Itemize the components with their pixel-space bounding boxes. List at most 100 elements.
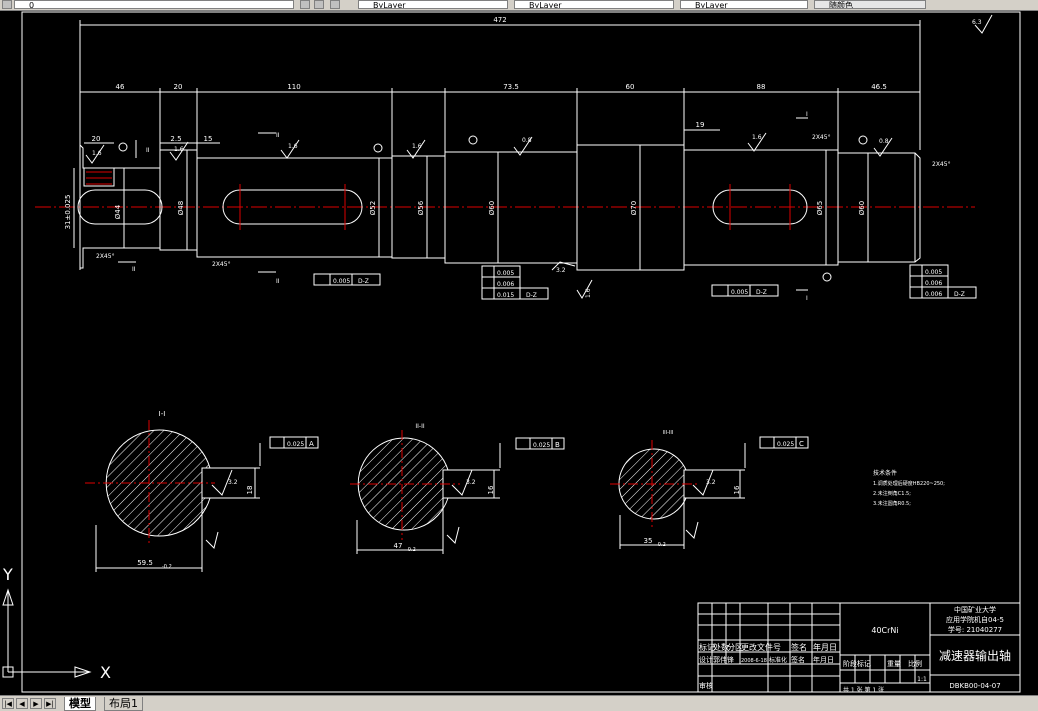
dia-label-2: Ø44 (114, 204, 122, 219)
rough-2: 1.6 (174, 146, 184, 153)
ucs-x-label: X (100, 663, 111, 682)
layer-dropdown[interactable]: 0 (14, 0, 294, 9)
tab-layout1[interactable]: 布局1 (104, 697, 143, 711)
tech-notes-title: 技术条件 (873, 469, 897, 477)
section-view-2 (350, 430, 565, 554)
section-1-key: 18 (246, 486, 254, 495)
key-dimension-lines (84, 129, 720, 144)
color-dropdown[interactable]: ByLayer (358, 0, 508, 9)
section-2-rough: 3.2 (466, 479, 476, 486)
section-3-datum: C (799, 440, 804, 448)
dim-seg-4: 73.5 (503, 83, 519, 91)
tech-note-2: 2.未注倒角C1.5; (873, 490, 911, 497)
layout-tab-bar: |◀ ◀ ▶ ▶| 模型 布局1 (0, 695, 1038, 711)
linetype-dropdown[interactable]: ByLayer (514, 0, 674, 9)
rough-5: 0.8 (522, 137, 532, 144)
title-material: 40CrNi (871, 626, 898, 635)
title-class: 应用学院机自04-5 (946, 615, 1004, 624)
section-3-key: 16 (733, 485, 741, 494)
drawing-frame (21, 11, 1021, 693)
section-view-3 (610, 436, 809, 549)
dia-label-1: 31±0.025 (64, 195, 72, 230)
profile-right-datum: D-Z (954, 291, 965, 298)
properties-toolbar: 0 ByLayer ByLayer ByLayer 随颜色 (0, 0, 1038, 11)
profile-left-2: 0.006 (497, 281, 514, 288)
chamfer-4: 2X45° (932, 161, 951, 168)
profile-frame-right (909, 264, 977, 299)
layer-states-icon[interactable] (330, 0, 340, 9)
tb-header-count: 处数 (713, 642, 729, 652)
profile-right-1: 0.005 (925, 269, 942, 276)
section-mark-1: II (146, 147, 150, 154)
last-tab-button[interactable]: ▶| (44, 698, 56, 709)
section-2-datum: B (555, 441, 560, 449)
section-1-title: I-I (159, 410, 166, 418)
profile-left-datum: D-Z (526, 292, 537, 299)
make-current-icon[interactable] (300, 0, 310, 9)
overall-length-label: 472 (493, 16, 506, 24)
title-scale: 1:1 (917, 676, 927, 683)
tb-header-zone: 分区 (727, 643, 743, 652)
layer-icon[interactable] (2, 0, 12, 9)
rough-6: 1.6 (752, 134, 762, 141)
section-3-title: III-III (663, 430, 674, 436)
tab-model[interactable]: 模型 (64, 697, 96, 711)
tol-frame-1-datum: D-Z (358, 278, 369, 285)
dim-seg-3: 110 (287, 83, 300, 91)
dia-label-3: Ø48 (177, 201, 185, 215)
tol-frame-2-datum: D-Z (756, 289, 767, 296)
profile-right-2: 0.006 (925, 280, 942, 287)
tb-ratio-label: 比例 (908, 659, 922, 668)
tolerance-frame-shaft-2 (711, 284, 779, 297)
lineweight-dropdown[interactable]: ByLayer (680, 0, 808, 9)
shaft-outline (77, 140, 921, 271)
corner-roughness-symbol (974, 14, 993, 34)
rough-8: 3.2 (556, 267, 566, 274)
drawing-canvas[interactable]: 472 46 20 110 73.5 60 88 46.5 20 2.5 15 … (0, 10, 1038, 695)
title-part-name: 减速器输出轴 (939, 648, 1011, 663)
chamfer-2: 2X45° (212, 261, 231, 268)
dia-label-8: Ø65 (816, 201, 824, 215)
rough-1: 1.6 (92, 150, 102, 157)
plotstyle-dropdown[interactable]: 随颜色 (814, 0, 926, 9)
rough-9: 1.6 (585, 288, 592, 298)
tb-header-sign: 签名 (791, 642, 807, 652)
first-tab-button[interactable]: |◀ (2, 698, 14, 709)
tb-stage-label: 阶段标记 (843, 659, 871, 668)
tb-header-date: 年月日 (813, 642, 837, 652)
prev-tab-button[interactable]: ◀ (16, 698, 28, 709)
dia-label-9: Ø60 (858, 201, 866, 215)
section-2-tol-frame: 0.025 (533, 442, 550, 449)
chamfer-3: 2X45° (812, 134, 831, 141)
key-width-1: 20 (92, 135, 101, 143)
dim-seg-6: 88 (757, 83, 766, 91)
dim-seg-2: 20 (174, 83, 183, 91)
datum-symbols (118, 135, 868, 282)
corner-roughness: 6.3 (972, 19, 982, 26)
tech-note-3: 3.未注圆角R0.5; (873, 500, 911, 507)
overall-dimension (79, 20, 921, 150)
tb-header-mark: 标记 (699, 642, 715, 652)
profile-right-3: 0.006 (925, 291, 942, 298)
section-2-title: II-II (415, 423, 424, 430)
ucs-y-label: Y (2, 565, 13, 584)
section-3-dim: 35 (644, 537, 653, 545)
tb-weight-label: 重量 (887, 660, 901, 668)
tb-date-label: 年月日 (813, 655, 834, 664)
layer-previous-icon[interactable] (314, 0, 324, 9)
section-mark-3: II (276, 132, 280, 139)
tech-note-1: 1.调质处理后硬度HB220~250; (873, 480, 945, 487)
title-university: 中国矿业大学 (954, 605, 996, 614)
dim-seg-1: 46 (116, 83, 125, 91)
key-width-3: 15 (204, 135, 213, 143)
key-width-4: 19 (696, 121, 705, 129)
section-2-key: 16 (487, 485, 495, 494)
rough-3: 1.6 (288, 143, 298, 150)
next-tab-button[interactable]: ▶ (30, 698, 42, 709)
section-1-tol-frame: 0.025 (287, 441, 304, 448)
tb-standard-label: 标准化 (769, 656, 787, 664)
section-cut-lines (118, 117, 808, 291)
section-mark-4: II (276, 278, 280, 285)
tol-frame-2-value: 0.005 (731, 289, 748, 296)
tb-designer: 郭伟锋 (713, 655, 734, 664)
